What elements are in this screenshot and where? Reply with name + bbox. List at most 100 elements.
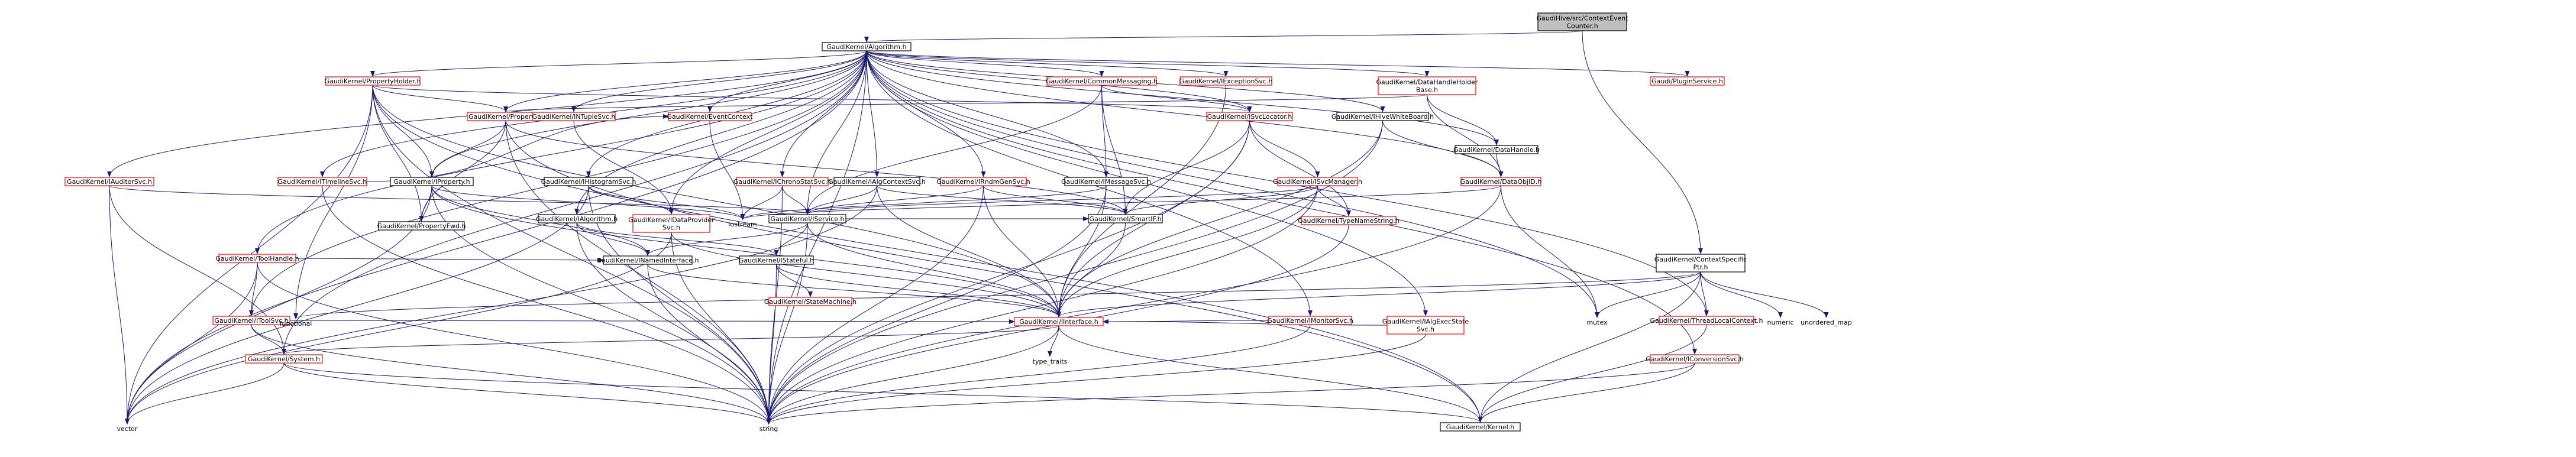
node-gaudikernel-isvclocator-h[interactable]: GaudiKernel/ISvcLocator.h xyxy=(1206,112,1293,121)
node-gaudikernel-imessagesvc-h[interactable]: GaudiKernel/IMessageSvc.h xyxy=(1061,177,1151,186)
edge-system-to-kernel xyxy=(283,362,1483,423)
node-gaudikernel-propertyholder-h[interactable]: GaudiKernel/PropertyHolder.h xyxy=(325,76,421,86)
node-gaudikernel-iexceptionsvc-h[interactable]: GaudiKernel/IExceptionSvc.h xyxy=(1179,76,1273,86)
node-box xyxy=(1656,254,1746,273)
node-box xyxy=(218,254,296,263)
node-gaudi-pluginservice-h[interactable]: Gaudi/PluginService.h xyxy=(1650,76,1725,86)
edge-iprop-to-iface xyxy=(431,185,1061,317)
edge-prop-to-string xyxy=(505,120,771,424)
edge-ialgctx-to-vector xyxy=(125,185,877,424)
node-gaudikernel-dataobjid-h[interactable]: GaudiKernel/DataObjID.h xyxy=(1460,177,1542,186)
edge-isvcman-to-typename xyxy=(1317,185,1351,216)
node-gaudikernel-toolhandle-h[interactable]: GaudiKernel/ToolHandle.h xyxy=(215,254,299,263)
node-box xyxy=(833,177,920,186)
edge-ialg-to-inamed xyxy=(576,222,650,256)
node-gaudikernel-inamedinterface-h[interactable]: GaudiKernel/INamedInterface.h xyxy=(597,255,699,265)
node-gaudikernel-system-h[interactable]: GaudiKernel/System.h xyxy=(245,354,323,364)
node-gaudikernel-imonitorsvc-h[interactable]: GaudiKernel/IMonitorSvc.h xyxy=(1267,316,1353,325)
node-gaudikernel-smartif-h[interactable]: GaudiKernel/SmartIF.h xyxy=(1088,214,1163,223)
node-gaudikernel-ihivewhiteboard-h[interactable]: GaudiKernel/IHiveWhiteBoard.h xyxy=(1331,112,1434,121)
node-label: mutex xyxy=(1586,319,1608,326)
node-gaudikernel-intuplesvc-h[interactable]: GaudiKernel/INTupleSvc.h xyxy=(532,112,616,121)
node-gaudikernel-threadlocalcontext-h[interactable]: GaudiKernel/ThreadLocalContext.h xyxy=(1650,316,1763,325)
node-label: GaudiKernel/Property.h xyxy=(468,113,543,121)
edge-root-to-alg xyxy=(865,30,1583,43)
node-box xyxy=(390,177,474,186)
edge-itoolsvc-to-iface xyxy=(289,319,1015,324)
edge-ialgctx-to-smartif xyxy=(877,185,1128,215)
node-gaudikernel-ialgorithm-h[interactable]: GaudiKernel/IAlgorithm.h xyxy=(536,214,618,223)
node-box xyxy=(538,214,616,223)
node-label: GaudiKernel/DataObjID.h xyxy=(1460,178,1542,186)
node-gaudikernel-iconversionsvc-h[interactable]: GaudiKernel/IConversionSvc.h xyxy=(1646,354,1744,364)
edge-ctx-to-umap xyxy=(1700,271,1829,318)
edge-ialgctx-to-iface xyxy=(877,185,1061,317)
node-gaudikernel-iservice-h[interactable]: GaudiKernel/IService.h xyxy=(768,214,846,223)
node-box xyxy=(1537,12,1627,31)
edge-ialgexec-to-string xyxy=(766,333,1426,424)
edge-ihist-to-vector xyxy=(125,185,589,424)
node-box xyxy=(1206,112,1293,121)
node-gaudikernel-propertyfwd-h[interactable]: GaudiKernel/PropertyFwd.h xyxy=(377,221,466,231)
node-label: GaudiKernel/IMonitorSvc.h xyxy=(1267,317,1353,325)
node-label: GaudiKernel/ISvcManager.h xyxy=(1273,178,1362,186)
edge-alg-to-string xyxy=(766,50,867,424)
node-gaudikernel-ialgcontextsvc-h[interactable]: GaudiKernel/IAlgContextSvc.h xyxy=(828,177,926,186)
node-box xyxy=(1064,177,1148,186)
node-label: GaudiKernel/System.h xyxy=(248,355,320,363)
node-gaudikernel-ihistogramsvc-h[interactable]: GaudiKernel/IHistogramSvc.h xyxy=(541,177,636,186)
node-box xyxy=(1378,76,1476,95)
edge-ialgctx-to-isvc xyxy=(805,185,877,215)
edge-alg-to-ialgctx xyxy=(866,50,880,177)
node-label: GaudiKernel/IAlgContextSvc.h xyxy=(828,178,925,186)
node-label: GaudiKernel/IExceptionSvc.h xyxy=(1179,77,1273,85)
edge-commsg-to-smartif xyxy=(1101,85,1128,215)
node-gaudikernel-commonmessaging-h[interactable]: GaudiKernel/CommonMessaging.h xyxy=(1046,76,1158,86)
edge-dhh-to-dh xyxy=(1427,94,1499,145)
edge-prop-to-iprop xyxy=(429,120,506,177)
edge-idp-to-vector xyxy=(125,232,672,424)
edge-alg-to-itoolh xyxy=(255,50,867,254)
node-label: type_traits xyxy=(1033,358,1068,365)
node-gaudikernel-iinterface-h[interactable]: GaudiKernel/IInterface.h xyxy=(1014,317,1104,326)
edge-imsgsvc-to-iostream xyxy=(740,185,1107,220)
node-gaudikernel-iauditorsvc-h[interactable]: GaudiKernel/IAuditorSvc.h xyxy=(64,177,154,186)
node-gaudikernel-iproperty-h[interactable]: GaudiKernel/IProperty.h xyxy=(390,177,474,186)
node-gaudikernel-eventcontext[interactable]: GaudiKernel/EventContext xyxy=(667,112,753,121)
node-label: unordered_map xyxy=(1801,319,1852,326)
node-gaudikernel-datahandle-h[interactable]: GaudiKernel/DataHandle.h xyxy=(1453,145,1540,154)
node-gaudikernel-kernel-h[interactable]: GaudiKernel/Kernel.h xyxy=(1440,422,1521,432)
node-gaudikernel-ichronostatsvc-h[interactable]: GaudiKernel/IChronoStatSvc.h xyxy=(733,177,832,186)
node-gaudikernel-istateful-h[interactable]: GaudiKernel/IStateful.h xyxy=(739,255,814,265)
node-label: Ptr.h xyxy=(1693,264,1708,271)
edge-alg-to-iexcsvc xyxy=(866,50,1229,77)
node-gaudikernel-statemachine-h[interactable]: GaudiKernel/StateMachine.h xyxy=(764,297,856,306)
edge-alg-to-dataobjid xyxy=(866,50,1504,177)
node-gaudikernel-irndmgensvc-h[interactable]: GaudiKernel/IRndmGenSvc.h xyxy=(936,177,1030,186)
node-box xyxy=(325,76,421,86)
node-gaudikernel-property-h[interactable]: GaudiKernel/Property.h xyxy=(467,112,545,121)
edge-layer xyxy=(107,30,1829,424)
edge-itoolh-to-inamed xyxy=(295,257,604,262)
node-box xyxy=(668,112,752,121)
edge-ctx-to-functional xyxy=(293,271,1701,319)
node-gaudikernel-itimelinesvc-h[interactable]: GaudiKernel/ITimelineSvc.h xyxy=(277,177,367,186)
edge-istate-to-string xyxy=(766,264,777,424)
edge-ievctx-to-iostream xyxy=(709,120,745,220)
node-gaudikernel-typenamestring-h[interactable]: GaudiKernel/TypeNameString.h xyxy=(1298,216,1399,225)
node-gaudikernel-itoolsvc-h[interactable]: GaudiKernel/IToolSvc.h xyxy=(212,316,290,325)
edge-isvcloc-to-smartif xyxy=(1123,120,1250,215)
node-mutex: mutex xyxy=(1586,319,1608,326)
node-gaudikernel-algorithm-h[interactable]: GaudiKernel/Algorithm.h xyxy=(822,42,912,51)
edge-iconv-to-string xyxy=(766,362,1695,424)
edge-ctx-to-iface xyxy=(1056,271,1701,317)
node-gaudikernel-isvcmanager-h[interactable]: GaudiKernel/ISvcManager.h xyxy=(1273,177,1362,186)
node-label: GaudiKernel/ISvcLocator.h xyxy=(1207,113,1292,121)
edge-alg-to-ievctx xyxy=(707,50,867,112)
edge-itimsvc-to-string xyxy=(322,185,771,424)
